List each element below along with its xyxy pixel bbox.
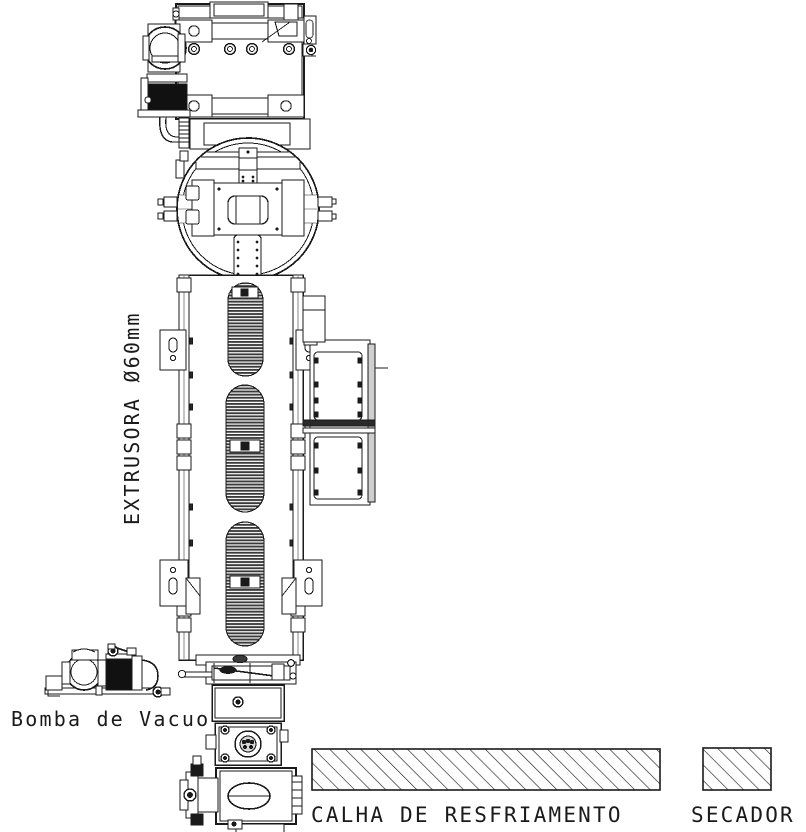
dryer-symbol [702,747,772,791]
barrel-lower-clamp [177,654,301,685]
drive-motor-and-cooler [137,7,191,149]
heater-band-3 [225,521,265,647]
heater-band-1 [227,282,264,377]
extruder-assembly [137,1,388,832]
gearbox-bolt-row [187,42,296,56]
label-dryer: SECADOR [691,803,795,827]
label-vacuum-pump: Bomba de Vacuo [11,707,210,731]
die-head-assembly [179,684,303,832]
gearbox-block [174,1,317,120]
control-cabinet [302,295,388,506]
heater-band-4 [227,455,263,515]
label-cooling-trough: CALHA DE RESFRIAMENTO [311,803,623,827]
mount-bracket-left-top [159,329,187,371]
heater-bands [225,282,265,647]
mount-bracket-left-bottom [159,559,201,615]
cooling-trough-symbol [311,748,661,791]
mount-bracket-right-bottom [281,559,323,615]
hopper-feed-assembly [157,137,337,281]
vacuum-pump-assembly [44,643,171,698]
label-extruder: EXTRUSORA Ø60mm [120,311,144,525]
heater-band-2 [225,384,265,513]
